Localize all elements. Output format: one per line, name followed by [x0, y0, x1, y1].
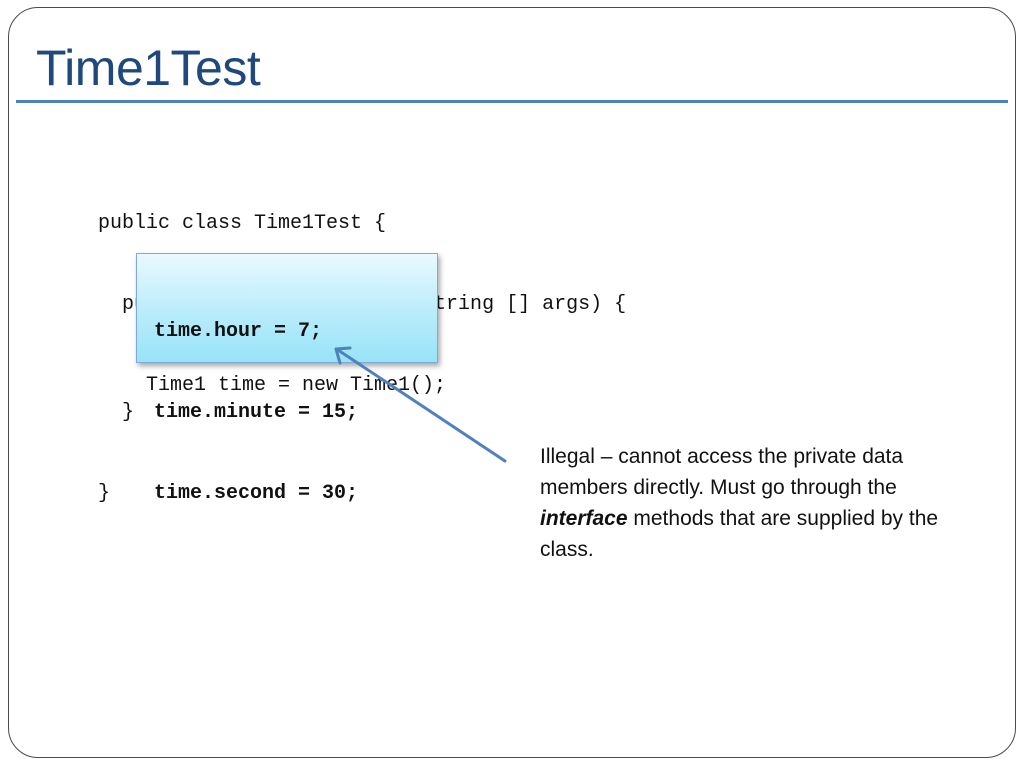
note-text-part1: Illegal – cannot access the private data…: [540, 445, 904, 499]
code-line-set-hour: time.hour = 7;: [154, 320, 323, 343]
code-block-closing: } }: [98, 345, 134, 534]
illegal-access-callout-box: [136, 253, 438, 363]
illegal-access-explanation: Illegal – cannot access the private data…: [540, 441, 970, 565]
slide-frame: [8, 7, 1016, 758]
note-text-part2: methods that are supplied by the class.: [540, 507, 939, 561]
slide-title: Time1Test: [36, 40, 261, 96]
note-emphasis-interface: interface: [540, 507, 628, 530]
title-underline: [16, 100, 1008, 103]
code-line-closing-class-brace: }: [98, 482, 111, 505]
highlighted-code-block: time.hour = 7; time.minute = 15; time.se…: [154, 264, 358, 534]
code-line-instantiation: Time1 time = new Time1();: [98, 374, 447, 397]
code-line-set-second: time.second = 30;: [154, 482, 359, 505]
code-line-class-declaration: public class Time1Test {: [98, 212, 387, 235]
code-line-set-minute: time.minute = 15;: [154, 401, 359, 424]
code-line-closing-method-brace: }: [98, 401, 135, 424]
